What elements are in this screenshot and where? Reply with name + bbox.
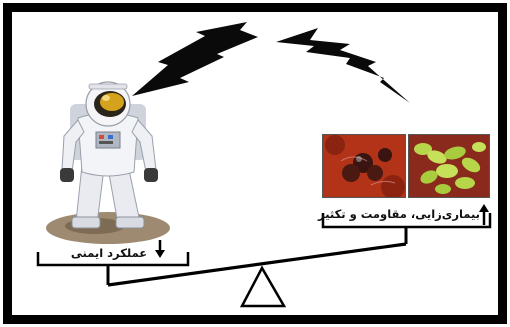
astronaut-illustration [46, 81, 170, 244]
pathogenicity-label: بیماری‌زایی، مقاومت و تکثیر [318, 207, 480, 221]
up-arrow-icon [479, 204, 489, 225]
fulcrum-triangle-icon [239, 265, 287, 308]
immune-function-label: عملکرد ایمنی [70, 246, 148, 260]
balance-beam [107, 242, 407, 287]
green-bacteria-image [408, 134, 490, 198]
lightning-bolt-left-icon [132, 22, 258, 96]
red-bacteria-image [322, 134, 406, 198]
lightning-bolt-right-icon [276, 28, 410, 103]
down-arrow-icon [155, 240, 165, 258]
left-bracket [36, 252, 190, 267]
